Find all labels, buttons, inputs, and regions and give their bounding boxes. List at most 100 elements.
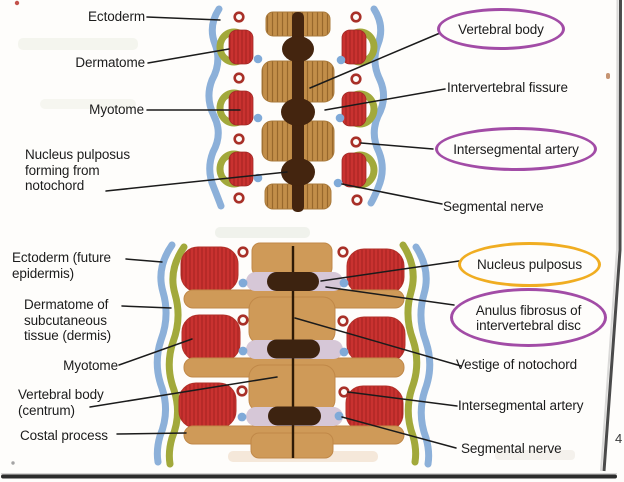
label-dermatome-bottom: Dermatome of subcutaneous tissue (dermis… [24, 297, 112, 343]
segmental-nerve-dot [339, 347, 349, 357]
label-nucleus-pulposus-forming: Nucleus pulposus forming from notochord [25, 147, 130, 193]
label-ectoderm-bottom: Ectoderm (future epidermis) [12, 250, 111, 281]
intersegmental-artery-dot [338, 386, 350, 398]
label-vestige-of-notochord: Vestige of notochord [456, 357, 578, 372]
leader-lines [89, 16, 462, 449]
intersegmental-artery-dot [351, 194, 363, 206]
top-ectoderm-line-right [367, 5, 387, 207]
nucleus-pulposus-bulge [282, 36, 314, 62]
top-ectoderm-line-left [205, 5, 225, 210]
label-intervertebral-fissure: Intervertebral fissure [447, 80, 568, 95]
leader-line [309, 32, 441, 89]
bottom-diagram [153, 241, 434, 468]
bottom-ectoderm-line-left [153, 241, 176, 466]
myotome-block [228, 29, 254, 65]
intersegmental-artery-dot [337, 315, 349, 327]
segmental-nerve-dot [253, 113, 263, 123]
nucleus-pulposus-bulges [281, 36, 315, 186]
intersegmental-artery-dot [233, 133, 245, 145]
segmental-nerve-dot [334, 411, 344, 421]
segmental-nerve-dot [237, 412, 247, 422]
leader-line [320, 260, 460, 282]
ink-speck [606, 73, 610, 79]
label-segmental-nerve-bottom: Segmental nerve [461, 441, 562, 456]
myotome-block [228, 90, 254, 126]
nucleus-pulposus-bulge [281, 98, 315, 126]
leader-line [116, 432, 187, 435]
nucleus-pulposus-oval [267, 272, 319, 291]
page-number: 4 [615, 431, 623, 446]
intersegmental-artery-dot [233, 192, 245, 204]
label-intersegmental-artery-bottom: Intersegmental artery [458, 398, 584, 413]
leader-line [325, 286, 455, 306]
ink-speck [14, 0, 20, 6]
nucleus-pulposus-bulge [281, 158, 315, 186]
myotome-block [341, 29, 367, 65]
label-nucleus-pulposus-circled: Nucleus pulposus [458, 242, 601, 287]
myotome-blob [180, 246, 239, 293]
myotome-blob [346, 248, 405, 295]
label-intersegmental-artery-top-circled: Intersegmental artery [435, 127, 597, 171]
leader-line [121, 305, 172, 309]
intersegmental-artery-dot [237, 246, 249, 258]
myotome-blob [178, 382, 237, 429]
page-edge-right-line [602, 0, 622, 472]
leader-line [118, 338, 193, 366]
leader-line [360, 142, 434, 150]
label-vertebral-body-circled: Vertebral body [437, 8, 565, 50]
myotome-block [341, 152, 367, 188]
bottom-dermatome-line-right [399, 241, 421, 466]
nucleus-pulposus-oval [267, 339, 320, 359]
segmental-nerve-dot [336, 55, 346, 65]
label-costal-process: Costal process [20, 428, 108, 443]
myotome-blob [346, 316, 406, 363]
label-anulus-fibrosus-circled: Anulus fibrosus of intervertebral disc [450, 288, 607, 347]
page-edge-bottom-line [1, 474, 617, 479]
top-diagram [205, 5, 387, 212]
leader-line [105, 171, 288, 192]
leader-line [341, 183, 443, 205]
nucleus-pulposus-ovals [267, 272, 321, 426]
top-somites-right [341, 28, 378, 189]
intersegmental-artery-dot [233, 72, 245, 84]
leader-line [147, 48, 230, 64]
ink-speck [11, 461, 15, 465]
intersegmental-artery-dot [350, 136, 362, 148]
intersegmental-artery-dot [350, 11, 362, 23]
label-myotome-bottom: Myotome [63, 358, 118, 373]
bottom-dermatome-line-left [165, 243, 188, 468]
myotome-blob [181, 314, 241, 362]
label-segmental-nerve-top: Segmental nerve [443, 199, 544, 214]
leader-line [125, 258, 163, 263]
nucleus-pulposus-oval [268, 406, 321, 426]
leader-line [146, 16, 221, 21]
bottom-artery-rings [236, 246, 350, 398]
intersegmental-artery-dot [233, 11, 245, 23]
segmental-nerve-dot [335, 113, 345, 123]
leader-line [324, 88, 446, 111]
bottom-myotomes [178, 246, 406, 432]
top-nerve-dots [253, 54, 346, 188]
label-vertebral-body-centrum: Vertebral body (centrum) [18, 387, 104, 418]
leader-line [341, 416, 457, 449]
leader-line [294, 317, 462, 367]
segmental-nerve-dot [253, 54, 263, 64]
leader-line [89, 376, 278, 408]
top-artery-rings [233, 11, 363, 206]
segmental-nerve-dot [238, 278, 248, 288]
intersegmental-artery-dot [337, 246, 349, 258]
page-edge-bottom-shadow [1, 473, 617, 475]
label-myotome-top: Myotome [89, 102, 144, 117]
page-edge-right-shadow [600, 0, 619, 472]
label-dermatome-top: Dermatome [75, 55, 145, 70]
segmental-nerve-dot [333, 178, 343, 188]
intersegmental-artery-dot [236, 385, 248, 397]
intersegmental-artery-dot [237, 314, 249, 326]
top-somites-left [216, 28, 254, 188]
segmental-nerve-dot [339, 278, 349, 288]
myotome-block [228, 151, 254, 187]
intersegmental-artery-dot [350, 73, 362, 85]
